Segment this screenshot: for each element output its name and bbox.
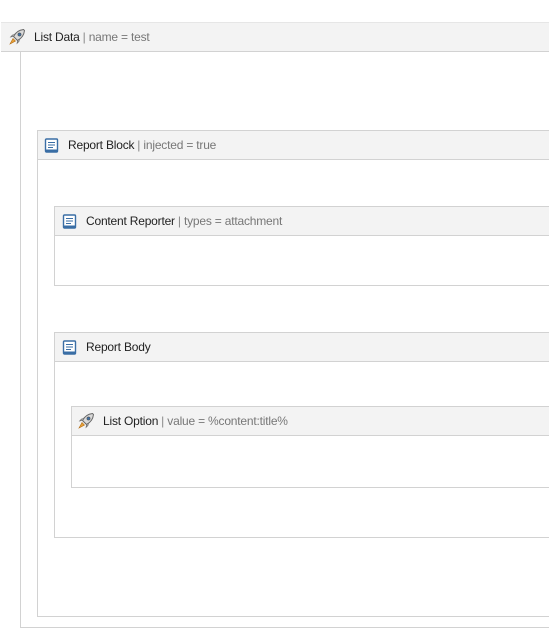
block-separator: | bbox=[82, 30, 86, 44]
block-title: Content Reporter bbox=[86, 214, 175, 228]
block-attribute: name = test bbox=[88, 30, 150, 44]
block-attribute: types = attachment bbox=[183, 214, 283, 228]
block-separator: | bbox=[137, 138, 141, 152]
block-title: List Data bbox=[34, 30, 80, 44]
scroll-icon bbox=[43, 137, 60, 154]
list-option-block: List Option | value = %content:title% bbox=[71, 406, 549, 488]
rocket-icon bbox=[77, 412, 95, 430]
report-body-header[interactable]: Report Body bbox=[55, 333, 549, 362]
block-title: List Option bbox=[103, 414, 159, 428]
block-attribute: value = %content:title% bbox=[167, 414, 288, 428]
content-reporter-block: Content Reporter | types = attachment bbox=[54, 206, 549, 286]
block-separator: | bbox=[177, 214, 181, 228]
content-reporter-header[interactable]: Content Reporter | types = attachment bbox=[55, 207, 549, 236]
block-separator: | bbox=[161, 414, 165, 428]
scroll-icon bbox=[61, 339, 78, 356]
report-block-header[interactable]: Report Block | injected = true bbox=[38, 131, 549, 160]
scroll-icon bbox=[61, 213, 78, 230]
block-title: Report Block bbox=[68, 138, 135, 152]
rocket-icon bbox=[8, 28, 26, 46]
list-option-header[interactable]: List Option | value = %content:title% bbox=[72, 407, 549, 436]
block-title: Report Body bbox=[86, 340, 151, 354]
list-data-header[interactable]: List Data | name = test bbox=[1, 22, 549, 52]
block-attribute: injected = true bbox=[143, 138, 217, 152]
